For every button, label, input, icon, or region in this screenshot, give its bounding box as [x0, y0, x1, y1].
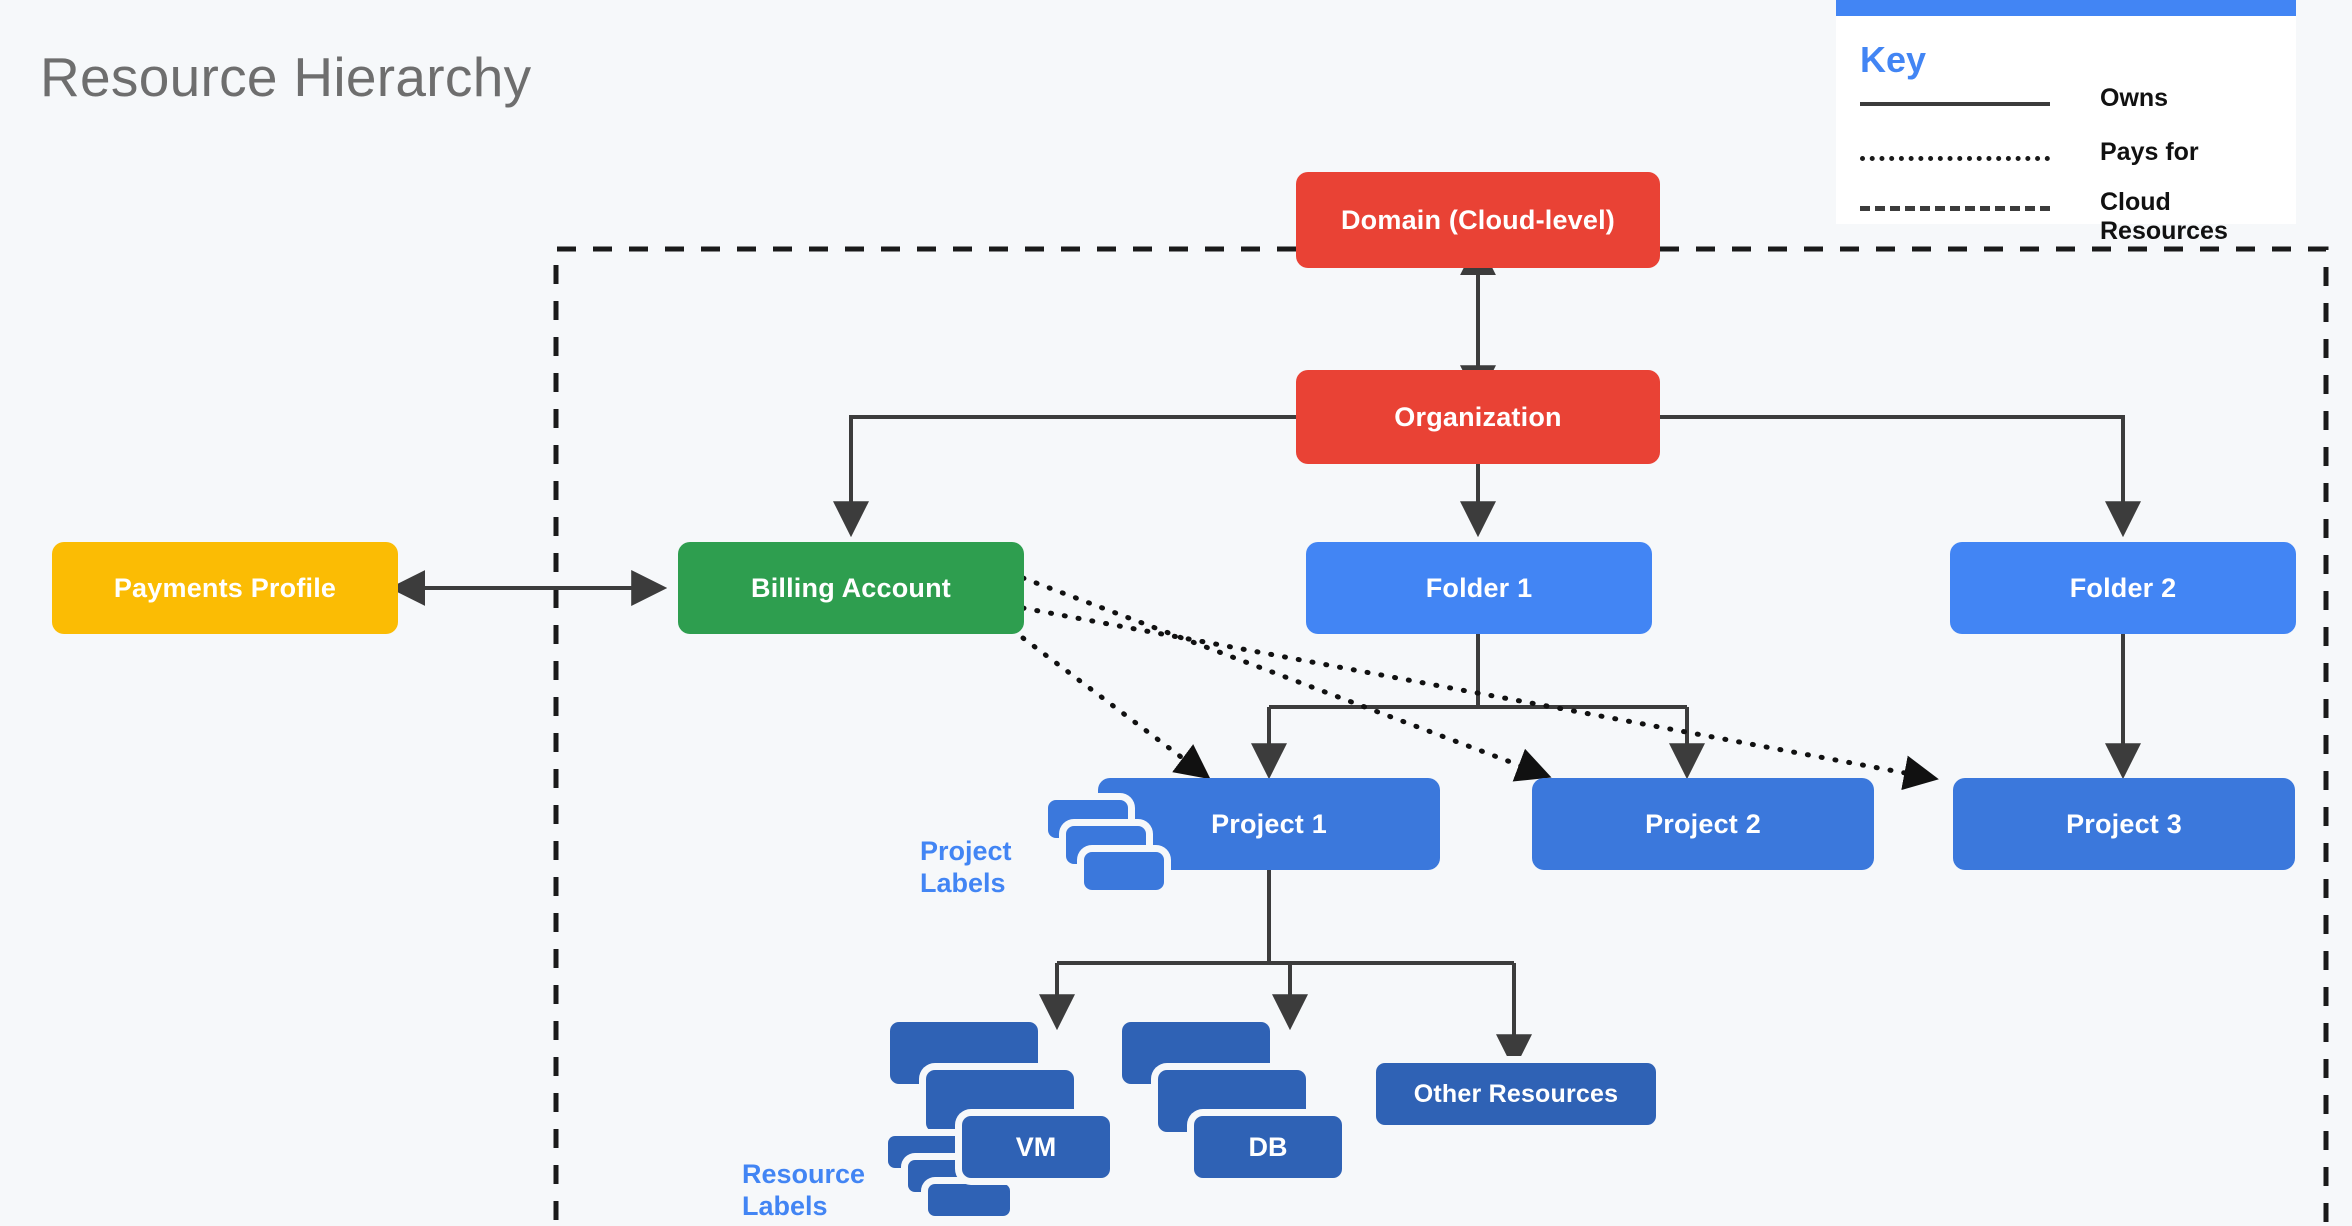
legend-line-dotted-icon: [1860, 156, 2050, 161]
project-labels-annotation: Project Labels: [920, 805, 1090, 899]
node-project-3[interactable]: Project 3: [1953, 778, 2295, 870]
edge-folder1-children: [1267, 634, 1689, 767]
edge-billing-pays-project2: [1020, 575, 1552, 782]
resource-label-card-3: [928, 1184, 1010, 1216]
node-project-1-label: Project 1: [1211, 808, 1327, 839]
legend-row-pays-for: Pays for: [1860, 138, 2290, 178]
legend-line-solid-icon: [1860, 102, 2050, 106]
node-payments-profile[interactable]: Payments Profile: [52, 542, 398, 634]
legend-label-pays-for: Pays for: [2100, 138, 2199, 166]
node-project-3-label: Project 3: [2066, 808, 2182, 839]
node-other-resources[interactable]: Other Resources: [1376, 1063, 1656, 1125]
legend-label-owns: Owns: [2100, 84, 2169, 112]
label-card-3: [1084, 852, 1164, 890]
node-billing-account-label: Billing Account: [751, 572, 951, 603]
node-billing-account[interactable]: Billing Account: [678, 542, 1024, 634]
vm-label: VM: [1015, 1131, 1057, 1162]
legend-row-cloud-resources: Cloud Resources: [1860, 188, 2290, 245]
legend-label-cloud-resources: Cloud Resources: [2100, 188, 2228, 245]
resource-db-stack[interactable]: DB: [1122, 1022, 1362, 1192]
node-folder-1-label: Folder 1: [1425, 572, 1533, 603]
db-label: DB: [1248, 1131, 1288, 1162]
project-labels-icon: [1048, 800, 1168, 900]
node-domain[interactable]: Domain (Cloud-level): [1296, 172, 1660, 268]
node-folder-2[interactable]: Folder 2: [1950, 542, 2296, 634]
resource-labels-text: Resource Labels: [742, 1159, 866, 1221]
node-organization-label: Organization: [1394, 401, 1562, 432]
project-labels-text: Project Labels: [920, 836, 1012, 898]
edge-billing-pays-project1: [1020, 635, 1211, 780]
node-folder-1[interactable]: Folder 1: [1306, 542, 1652, 634]
legend-line-dashed-icon: [1860, 206, 2050, 211]
legend-accent-bar: [1836, 0, 2296, 16]
node-domain-label: Domain (Cloud-level): [1340, 204, 1615, 235]
edge-org-folder2: [1660, 415, 2141, 538]
legend-title: Key: [1860, 39, 1927, 80]
cloud-resources-boundary: [553, 246, 2329, 1226]
legend-panel: Key Owns Pays for Cloud Resources: [1836, 0, 2296, 245]
resource-vm-stack[interactable]: VM: [888, 1022, 1150, 1222]
node-other-resources-label: Other Resources: [1413, 1079, 1619, 1108]
node-project-2-label: Project 2: [1645, 808, 1761, 839]
edge-billing-pays-project3: [1020, 605, 1939, 791]
db-card-front: DB: [1194, 1116, 1342, 1178]
node-payments-profile-label: Payments Profile: [113, 572, 337, 603]
edge-org-billing: [833, 415, 1296, 538]
node-organization[interactable]: Organization: [1296, 370, 1660, 464]
resource-labels-annotation: Resource Labels: [742, 1128, 932, 1222]
vm-card-front: VM: [962, 1116, 1110, 1178]
page-title: Resource Hierarchy: [40, 46, 532, 108]
legend-row-owns: Owns: [1860, 84, 2290, 124]
node-folder-2-label: Folder 2: [2069, 572, 2177, 603]
legend-body: Key Owns Pays for Cloud Resources: [1836, 16, 2296, 245]
node-project-2[interactable]: Project 2: [1532, 778, 1874, 870]
